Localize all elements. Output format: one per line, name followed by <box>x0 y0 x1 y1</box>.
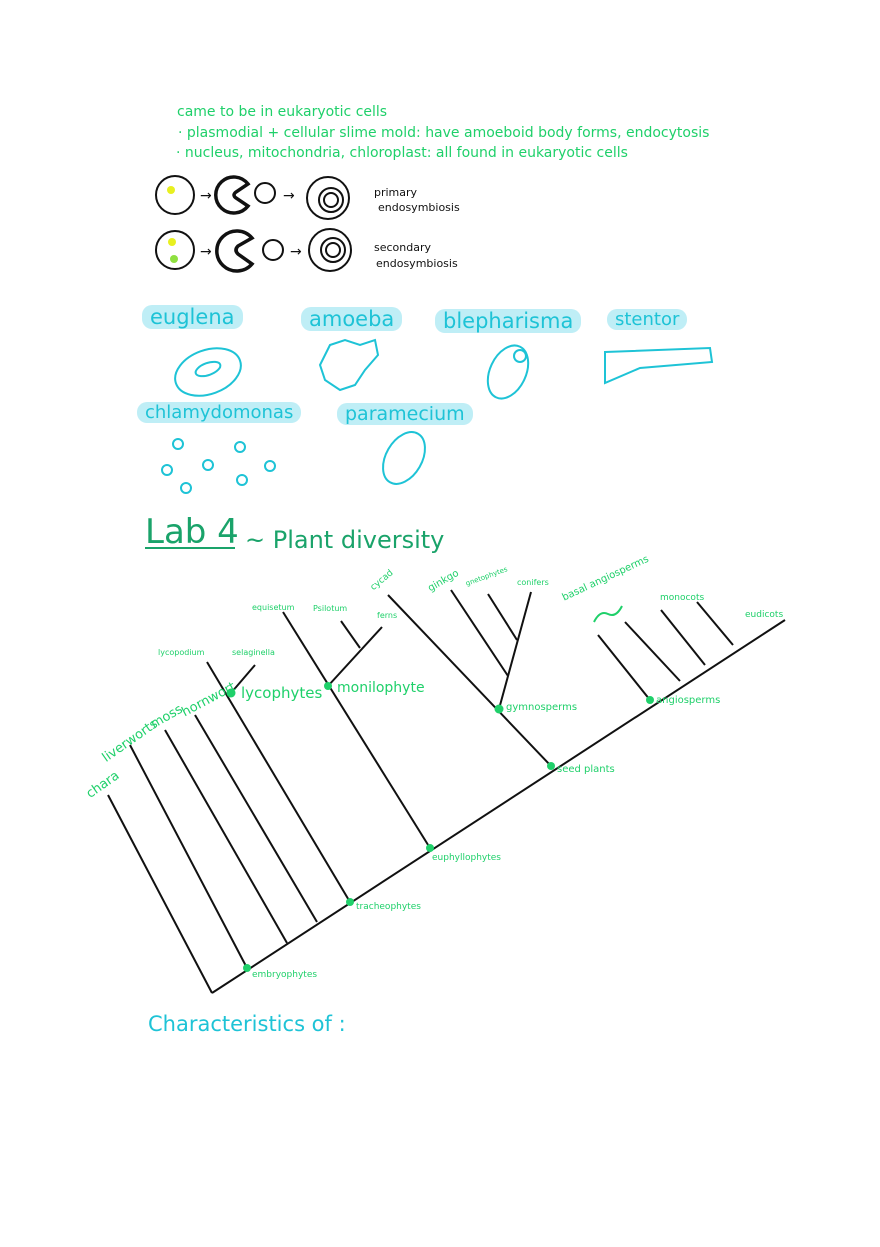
clade-node-dots <box>226 682 654 972</box>
node-lycophytes: lycophytes <box>241 684 323 702</box>
protist-drawings <box>161 338 714 494</box>
node-monilophyte: monilophyte <box>337 680 425 696</box>
lab-title: Lab 4 <box>145 512 239 552</box>
protist-label-euglena: euglena <box>142 305 243 329</box>
protist-label-amoeba: amoeba <box>301 307 403 331</box>
secondary-endosymbiosis-diagram: → → <box>155 228 352 273</box>
tip-selaginella: selaginella <box>232 648 275 657</box>
note-line: · plasmodial + cellular slime mold: have… <box>178 125 710 141</box>
note-line: · nucleus, mitochondria, chloroplast: al… <box>176 145 628 161</box>
note-line: came to be in eukaryotic cells <box>177 104 388 120</box>
node-angiosperms: angiosperms <box>656 695 721 706</box>
protist-label-blepharisma: blepharisma <box>435 309 582 333</box>
primary-endosymbiosis-diagram: → → <box>155 175 350 220</box>
label-secondary: secondary <box>374 241 432 254</box>
protist-label-paramecium: paramecium <box>337 403 473 425</box>
svg-text:→: → <box>200 244 212 260</box>
protist-label-chlamydomonas: chlamydomonas <box>137 402 302 423</box>
tip-psilotum: Psilotum <box>313 604 348 613</box>
node-gymnosperms: gymnosperms <box>506 702 578 713</box>
node-euphyllophytes: euphyllophytes <box>432 853 501 863</box>
tip-monocots: monocots <box>660 593 705 603</box>
lab-subtitle: ~ Plant diversity <box>245 526 445 554</box>
node-seed-plants: seed plants <box>557 764 615 775</box>
tip-equisetum: equisetum <box>252 603 295 612</box>
node-tracheophytes: tracheophytes <box>356 902 421 912</box>
tip-lycopodium: lycopodium <box>158 648 205 657</box>
cladogram <box>107 589 786 994</box>
characteristics-heading: Characteristics of : <box>148 1012 346 1036</box>
node-embryophytes: embryophytes <box>252 970 318 980</box>
tip-ferns: ferns <box>377 611 398 620</box>
svg-text:→: → <box>200 188 212 204</box>
svg-text:→: → <box>290 244 302 260</box>
tip-conifers: conifers <box>517 578 549 587</box>
tip-eudicots: eudicots <box>745 610 784 620</box>
label-secondary-2: endosymbiosis <box>376 257 458 270</box>
svg-text:→: → <box>283 188 295 204</box>
protist-label-stentor: stentor <box>607 309 688 330</box>
label-primary: primary <box>374 186 418 199</box>
label-primary-2: endosymbiosis <box>378 201 460 214</box>
